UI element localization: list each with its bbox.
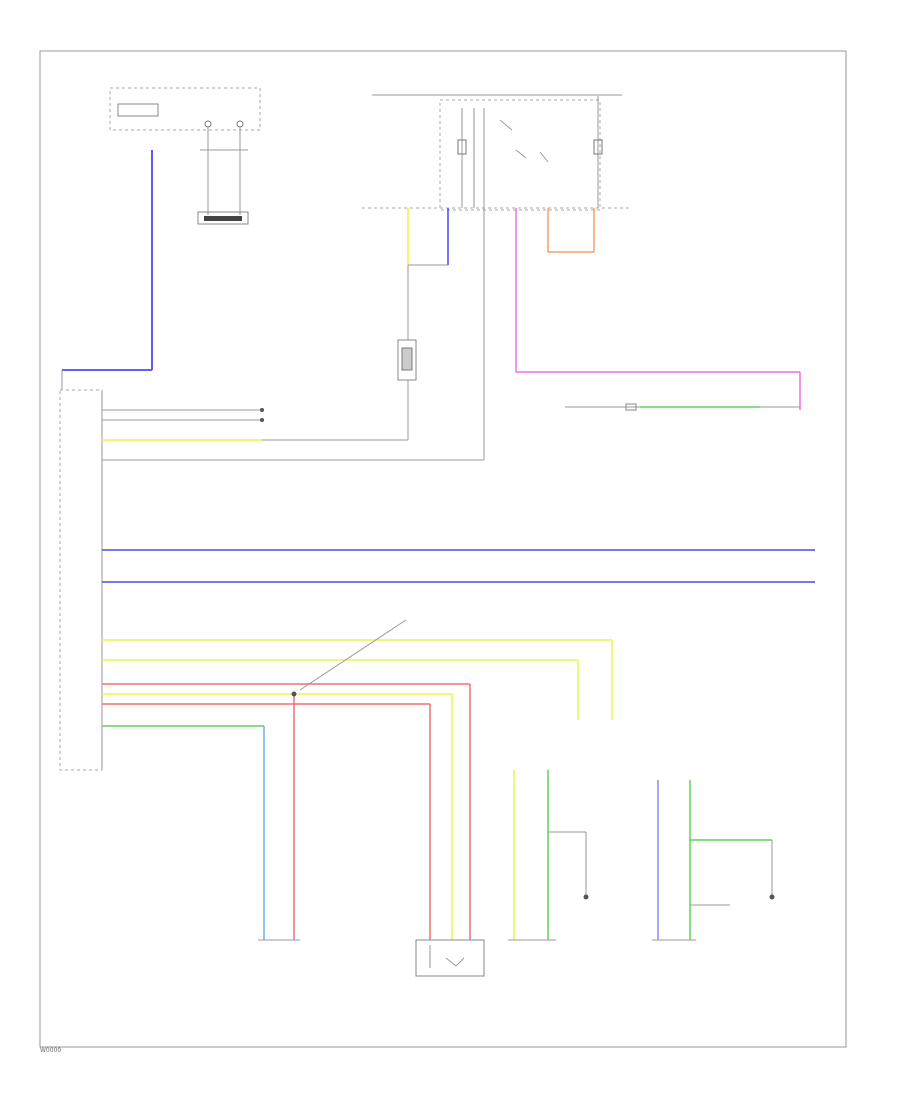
sensor-element-icon [401, 347, 413, 371]
relay-outputs [407, 208, 801, 460]
diagram-frame [39, 50, 847, 1048]
bottom-right-sensor [652, 780, 775, 941]
fuse-relay-box [362, 94, 632, 211]
left-feed [61, 150, 153, 390]
fuse-icon [457, 139, 467, 155]
bottom-mid-right-sensor [508, 770, 589, 941]
fuse-icon [593, 139, 603, 155]
right-sensor-wire [565, 403, 800, 411]
switch-label-box [117, 103, 159, 117]
note-leader [299, 619, 407, 691]
control-module [59, 389, 103, 771]
connector-box [197, 211, 249, 225]
switch-contact-icon [236, 120, 244, 128]
ground-icon [583, 894, 589, 900]
top-left-switch-group [109, 87, 261, 225]
ground-icon [769, 894, 775, 900]
footer-code: W0000 [40, 1047, 61, 1054]
switch-contact-icon [204, 120, 212, 128]
sensor-module [397, 339, 417, 440]
module-pins [102, 408, 815, 940]
bottom-mid-sensor [415, 939, 485, 977]
